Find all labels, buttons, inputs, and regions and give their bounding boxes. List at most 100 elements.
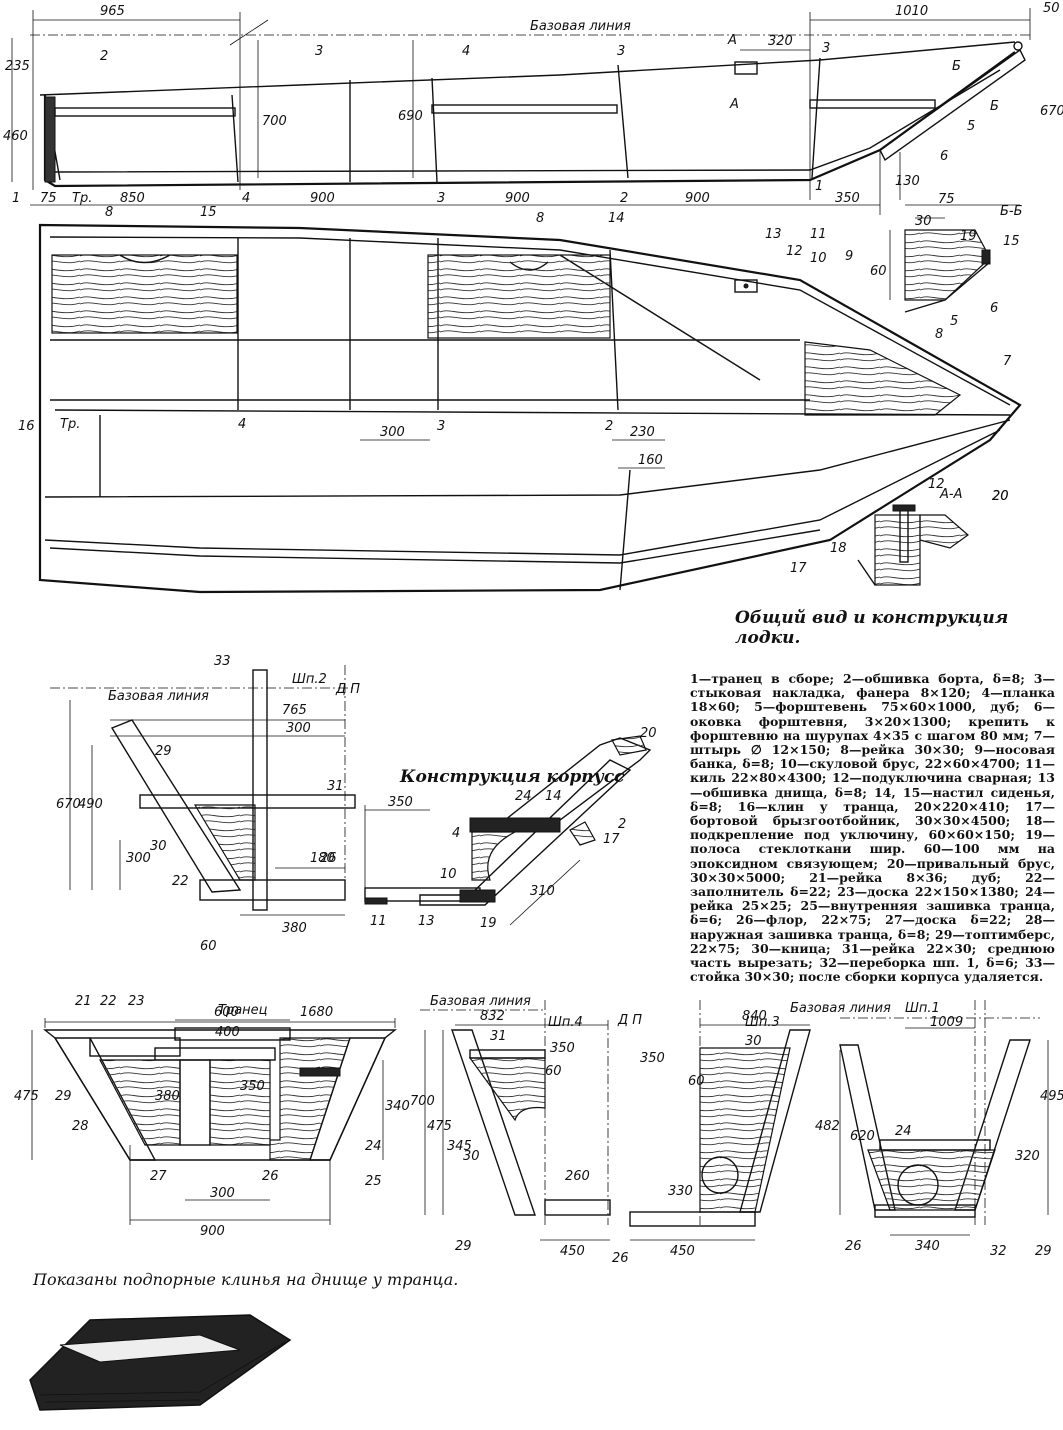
transom-dim-350: 350 [240, 1079, 265, 1094]
frames-st3: Шп.3 [745, 1015, 780, 1030]
hull-part-14: 14 [545, 789, 562, 804]
f1-part-24: 24 [895, 1124, 912, 1139]
hull-part-33: 33 [214, 654, 231, 669]
transom-dim-600: 600 [214, 1005, 239, 1020]
transom-part-27: 27 [150, 1169, 167, 1184]
part-11: 11 [810, 227, 827, 242]
section-aa-title: А-А [939, 487, 962, 502]
hull-part-11: 11 [370, 914, 387, 929]
hull-dp: Д П [335, 682, 360, 697]
f1-part-29: 29 [1035, 1244, 1052, 1259]
hull-section [50, 665, 652, 926]
hull-part-4: 4 [452, 826, 460, 841]
section-b-bottom: Б [990, 99, 999, 114]
f34-part-26: 26 [612, 1251, 629, 1266]
plan-part-14: 14 [608, 211, 625, 226]
f34-dim-345: 345 [447, 1139, 472, 1154]
aa-part-18: 18 [830, 541, 847, 556]
plan-dim-300: 300 [380, 425, 405, 440]
plan-dim-230: 230 [630, 425, 655, 440]
station-transom: Тр. [72, 191, 92, 206]
f1-dim-495: 495 [1040, 1089, 1063, 1104]
f34-dim-832: 832 [480, 1009, 505, 1024]
f1-part-32: 32 [990, 1244, 1007, 1259]
station-4: 4 [242, 191, 250, 206]
hull-title: Конструкция корпусс [399, 767, 625, 787]
f34-dim-60-b: 60 [688, 1074, 705, 1089]
f34-dim-840: 840 [742, 1009, 767, 1024]
transom-part-24: 24 [365, 1139, 382, 1154]
f34-part-30-a: 30 [463, 1149, 480, 1164]
station-3: 3 [437, 191, 445, 206]
f34-dim-260: 260 [565, 1169, 590, 1184]
dim-320: 320 [768, 34, 793, 49]
f34-part-29: 29 [455, 1239, 472, 1254]
hull-dim-350: 350 [388, 795, 413, 810]
hull-part-31: 31 [327, 779, 344, 794]
frames-dp: Д П [617, 1013, 642, 1028]
plan-part-9: 9 [845, 249, 853, 264]
station-1-aft: 1 [12, 191, 20, 206]
dim-350: 350 [835, 191, 860, 206]
dim-1010: 1010 [895, 4, 928, 19]
transom-dim-475: 475 [14, 1089, 39, 1104]
f1-dim-1009: 1009 [930, 1015, 963, 1030]
f1-dim-320: 320 [1015, 1149, 1040, 1164]
part-13: 13 [765, 227, 782, 242]
hull-part-26: 26 [320, 851, 337, 866]
bb-part-19: 19 [960, 229, 977, 244]
wedges-illustration [29, 1314, 292, 1411]
section-aa [857, 504, 969, 586]
part-3-a: 3 [315, 44, 323, 59]
hull-part-17: 17 [603, 832, 620, 847]
f34-dim-60-a: 60 [545, 1064, 562, 1079]
parts-legend: 1—транец в сборе; 2—обшивка борта, δ=8; … [690, 671, 1055, 985]
frame1-baseline: Базовая линия [790, 1001, 891, 1016]
transom-dim-380: 380 [155, 1089, 180, 1104]
frames-baseline: Базовая линия [430, 994, 531, 1009]
plan-part-20: 20 [992, 489, 1009, 504]
dim-690: 690 [398, 109, 423, 124]
hull-part-10: 10 [440, 867, 457, 882]
plan-station-3: 3 [437, 419, 445, 434]
f1-dim-620: 620 [850, 1129, 875, 1144]
part-2: 2 [100, 49, 108, 64]
hull-part-2: 2 [618, 817, 626, 832]
part-4: 4 [462, 44, 470, 59]
transom-view [31, 1018, 397, 1225]
transom-title: Транец [218, 1003, 268, 1018]
hull-part-24: 24 [515, 789, 532, 804]
part-3-c: 3 [822, 41, 830, 56]
f1-part-26: 26 [845, 1239, 862, 1254]
plan-part-7: 7 [1003, 354, 1012, 369]
dim-850: 850 [120, 191, 145, 206]
plan-part-10: 10 [810, 251, 827, 266]
plan-part-12: 12 [786, 244, 803, 259]
hull-dim-765: 765 [282, 703, 307, 718]
hull-dim-180: 180 [310, 851, 335, 866]
plan-part-8-a: 8 [105, 205, 113, 220]
dim-700: 700 [262, 114, 287, 129]
frames-st4: Шп.4 [548, 1015, 583, 1030]
hull-dim-490: 490 [78, 797, 103, 812]
hull-part-29: 29 [155, 744, 172, 759]
section-a-top: А [727, 33, 737, 48]
part-6: 6 [940, 149, 948, 164]
bb-dim-30: 30 [915, 214, 932, 229]
f34-dim-475: 475 [427, 1119, 452, 1134]
transom-part-26: 26 [262, 1169, 279, 1184]
f34-dim-482: 482 [815, 1119, 840, 1134]
hull-part-20: 20 [640, 726, 657, 741]
bb-part-6: 6 [990, 301, 998, 316]
dim-900-a: 900 [310, 191, 335, 206]
dim-235: 235 [5, 59, 30, 74]
transom-dim-300: 300 [210, 1186, 235, 1201]
hull-dim-60: 60 [200, 939, 217, 954]
bb-dim-60: 60 [870, 264, 887, 279]
bb-dim-75: 75 [938, 192, 955, 207]
hull-dim-300-top: 300 [286, 721, 311, 736]
dim-130: 130 [895, 174, 920, 189]
dim-75: 75 [40, 191, 57, 206]
hull-part-19: 19 [480, 916, 497, 931]
